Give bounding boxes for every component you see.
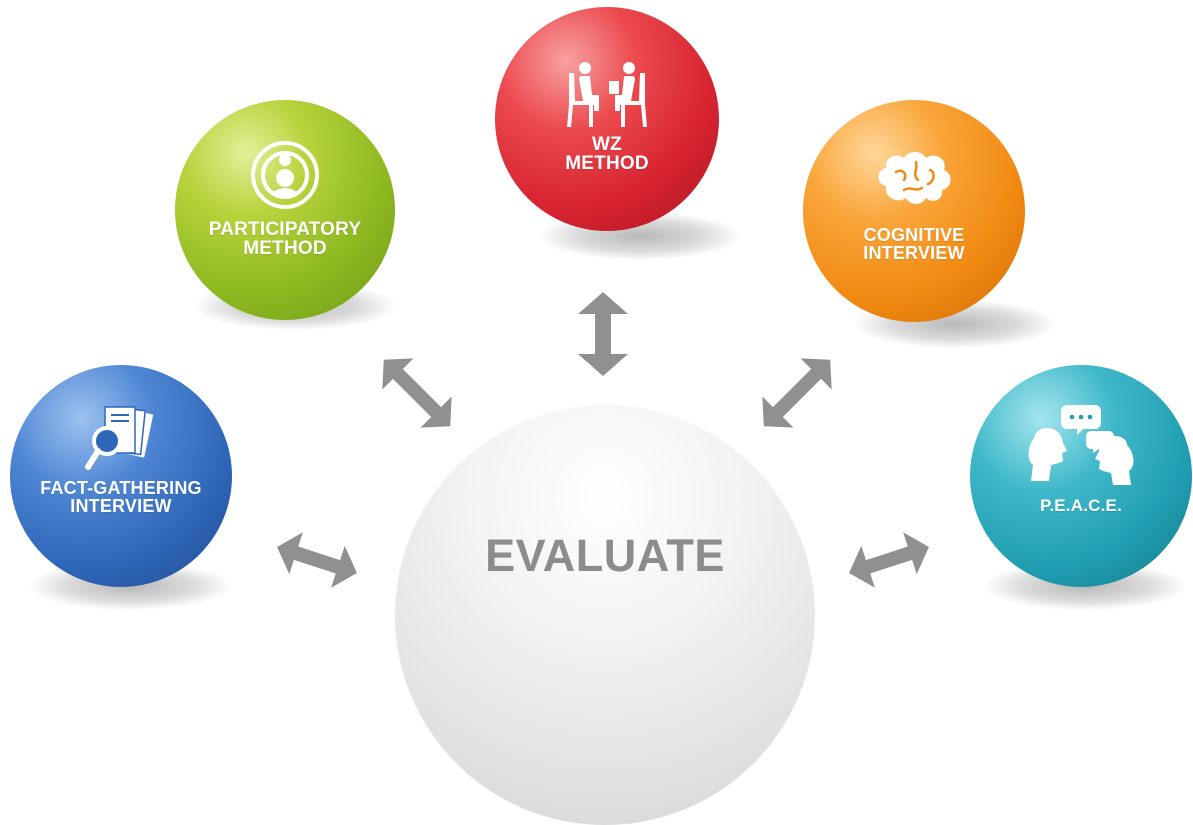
participatory-method-ball: PARTICIPATORY METHOD bbox=[175, 100, 395, 320]
double-arrow-icon bbox=[849, 532, 929, 588]
double-arrow-icon bbox=[277, 532, 357, 588]
participatory-method-label: PARTICIPATORY METHOD bbox=[208, 219, 362, 260]
wz-method-label: WZ METHOD bbox=[565, 134, 649, 175]
evaluate-label: EVALUATE bbox=[485, 530, 725, 581]
cognitive-interview-ball: COGNITIVE INTERVIEW bbox=[803, 100, 1025, 322]
cognitive-interview-label: COGNITIVE INTERVIEW bbox=[863, 225, 965, 264]
double-arrow-icon bbox=[762, 358, 832, 428]
evaluate-dome: EVALUATE bbox=[395, 405, 815, 825]
interview-chairs-icon bbox=[567, 62, 647, 127]
peace-label: P.E.A.C.E. bbox=[1040, 496, 1122, 515]
wz-method-ball: WZ METHOD bbox=[495, 7, 719, 231]
evaluation-diagram: EVALUATE PART bbox=[10, 7, 1192, 825]
peace-ball: P.E.A.C.E. bbox=[970, 365, 1192, 587]
double-arrow-icon bbox=[578, 292, 628, 376]
brain-icon bbox=[878, 152, 951, 204]
magnifier-documents-icon bbox=[85, 406, 154, 470]
fact-gathering-interview-ball: FACT-GATHERING INTERVIEW bbox=[10, 365, 232, 587]
participatory-person-icon bbox=[251, 141, 319, 209]
double-arrow-icon bbox=[382, 358, 452, 428]
fact-gathering-interview-label: FACT-GATHERING INTERVIEW bbox=[40, 478, 202, 517]
two-heads-speech-icon bbox=[1028, 405, 1134, 485]
